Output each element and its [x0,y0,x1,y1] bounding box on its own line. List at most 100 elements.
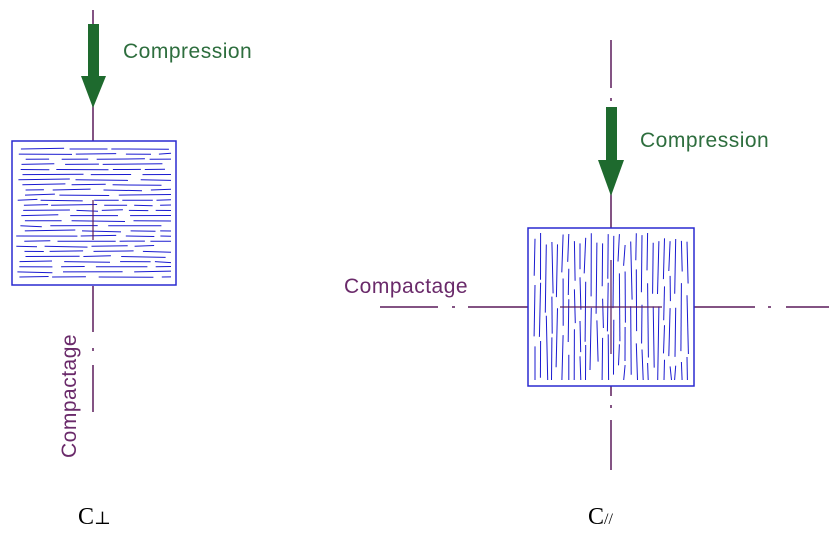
left-caption: C⊥ [78,504,111,530]
fiber [101,209,123,211]
fiber [567,268,570,296]
fiber [573,289,576,324]
fiber [579,277,582,310]
fiber [20,225,42,228]
fiber [16,245,38,248]
fiber [18,178,70,181]
fiber [663,286,665,321]
right-compactage-label: Compactage [344,275,468,298]
fiber [674,238,677,294]
fiber [579,356,582,381]
fiber [584,281,587,342]
fiber [652,306,655,368]
fiber [75,179,129,181]
fiber [80,234,117,237]
fiber [579,320,582,353]
fiber [674,307,677,357]
fiber [567,233,570,262]
fiber [93,250,134,252]
fiber [533,284,536,337]
fiber [680,283,682,352]
left-specimen-box [11,140,177,286]
fiber [52,188,91,191]
fiber [623,244,626,266]
fiber [686,295,689,355]
fiber [75,153,117,155]
fiber [24,193,55,196]
fiber [680,240,683,272]
fiber [555,244,558,298]
fiber [17,271,53,274]
fiber [121,256,166,258]
left-fibers-horizontal [16,147,172,278]
fiber [134,245,155,247]
fiber [91,245,128,247]
fiber [583,237,587,274]
fiber [64,261,111,263]
left-compactage-label: Compactage [58,334,81,458]
fiber [23,204,49,206]
fiber [17,198,38,201]
fiber [118,194,172,196]
fiber [617,234,620,262]
fiber [567,299,570,343]
right-compression-arrow [598,107,624,196]
fiber [76,209,99,212]
fiber [19,260,53,263]
fiber [602,298,604,329]
left-compression-label: Compression [123,40,252,63]
fiber [555,308,558,368]
fiber [156,199,172,201]
fiber [652,242,654,294]
fiber [103,189,143,192]
fiber [669,366,672,381]
fiber [618,344,620,366]
fiber [81,230,122,233]
fiber [20,147,65,150]
fiber [158,152,172,155]
fiber [657,241,660,295]
fiber [663,359,665,381]
fiber [657,306,660,381]
fiber [663,325,665,354]
right-caption-symbol: // [604,511,613,528]
fiber [24,229,76,232]
fiber [635,233,637,261]
fiber [83,255,111,257]
fiber [49,250,84,252]
fiber [680,361,683,381]
left-compression-arrow [81,24,106,108]
fiber [19,276,49,278]
right-figure: Compression Compactage C// [344,40,829,530]
fiber [551,241,554,294]
fiber [22,183,66,186]
fiber [71,183,106,186]
left-caption-letter: C [78,504,94,530]
fiber [674,365,677,381]
fiber [668,241,671,272]
fiber [646,232,649,271]
fiber [668,308,671,357]
fiber [125,235,155,237]
left-figure: Compression Compactage C⊥ [11,10,252,530]
fiber [561,335,564,381]
fiber [561,234,564,273]
fiber [630,306,632,375]
fiber [545,315,549,381]
fiber [589,307,592,371]
fiber [573,241,576,281]
fiber [21,214,59,217]
fiber [142,250,172,253]
fiber [538,282,542,337]
fiber [647,362,649,381]
fiber [51,204,98,206]
fiber [686,241,689,284]
right-fibers-vertical [533,232,689,381]
fiber [140,179,172,181]
fiber [595,242,598,314]
fiber [662,238,665,280]
fiber [612,235,615,309]
fiber [44,245,88,248]
fiber [647,283,649,358]
